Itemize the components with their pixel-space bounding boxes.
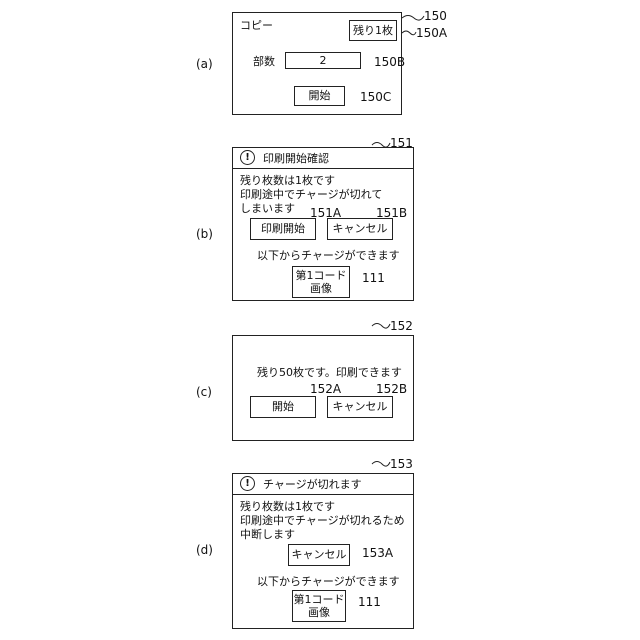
figure-label-c: (c) [196, 385, 212, 399]
ref-153: 153 [390, 457, 413, 471]
leader-150A [402, 31, 416, 35]
exclamation-icon: ! [240, 476, 255, 491]
cancel-button[interactable]: キャンセル [327, 218, 393, 240]
copies-label: 部数 [253, 55, 275, 68]
ref-153A: 153A [362, 546, 393, 560]
first-code-image[interactable]: 第1コード 画像 [292, 590, 346, 622]
leader-150 [402, 16, 424, 21]
dialog-message: 残り50枚です。印刷できます [257, 366, 402, 379]
figure-label-a: (a) [196, 57, 213, 71]
dialog-title-bar: ! チャージが切れます [233, 474, 413, 495]
cancel-button[interactable]: キャンセル [288, 544, 350, 566]
start-print-button[interactable]: 印刷開始 [250, 218, 316, 240]
ref-152B: 152B [376, 382, 407, 396]
copy-panel-title: コピー [240, 19, 273, 32]
charge-info-text: 以下からチャージができます [257, 575, 400, 588]
ref-151: 151 [390, 136, 413, 150]
figure-label-d: (d) [196, 543, 213, 557]
copies-field[interactable]: 2 [285, 52, 361, 69]
ref-111-d: 111 [358, 595, 381, 609]
dialog-title-bar: ! 印刷開始確認 [233, 148, 413, 169]
dialog-title: チャージが切れます [263, 478, 362, 491]
first-code-image[interactable]: 第1コード 画像 [292, 266, 350, 298]
figure-label-b: (b) [196, 227, 213, 241]
ref-152A: 152A [310, 382, 341, 396]
exclamation-icon: ! [240, 150, 255, 165]
dialog-message: 残り枚数は1枚です 印刷途中でチャージが切れるため 中断します [240, 500, 405, 542]
ref-151A: 151A [310, 206, 341, 220]
ref-151B: 151B [376, 206, 407, 220]
print-start-confirm-dialog: ! 印刷開始確認 残り枚数は1枚です 印刷途中でチャージが切れて しまいます 印… [232, 147, 414, 301]
cancel-button[interactable]: キャンセル [327, 396, 393, 418]
start-button[interactable]: 開始 [250, 396, 316, 418]
leader-153 [372, 462, 390, 467]
charge-info-text: 以下からチャージができます [257, 249, 400, 262]
dialog-title: 印刷開始確認 [263, 152, 329, 165]
ref-150A: 150A [416, 26, 447, 40]
ref-150C: 150C [360, 90, 391, 104]
start-button[interactable]: 開始 [294, 86, 345, 106]
leader-152 [372, 324, 390, 329]
ref-152: 152 [390, 319, 413, 333]
ref-150: 150 [424, 9, 447, 23]
ref-150B: 150B [374, 55, 405, 69]
remaining-sheets-button[interactable]: 残り1枚 [349, 20, 397, 41]
ref-111-b: 111 [362, 271, 385, 285]
